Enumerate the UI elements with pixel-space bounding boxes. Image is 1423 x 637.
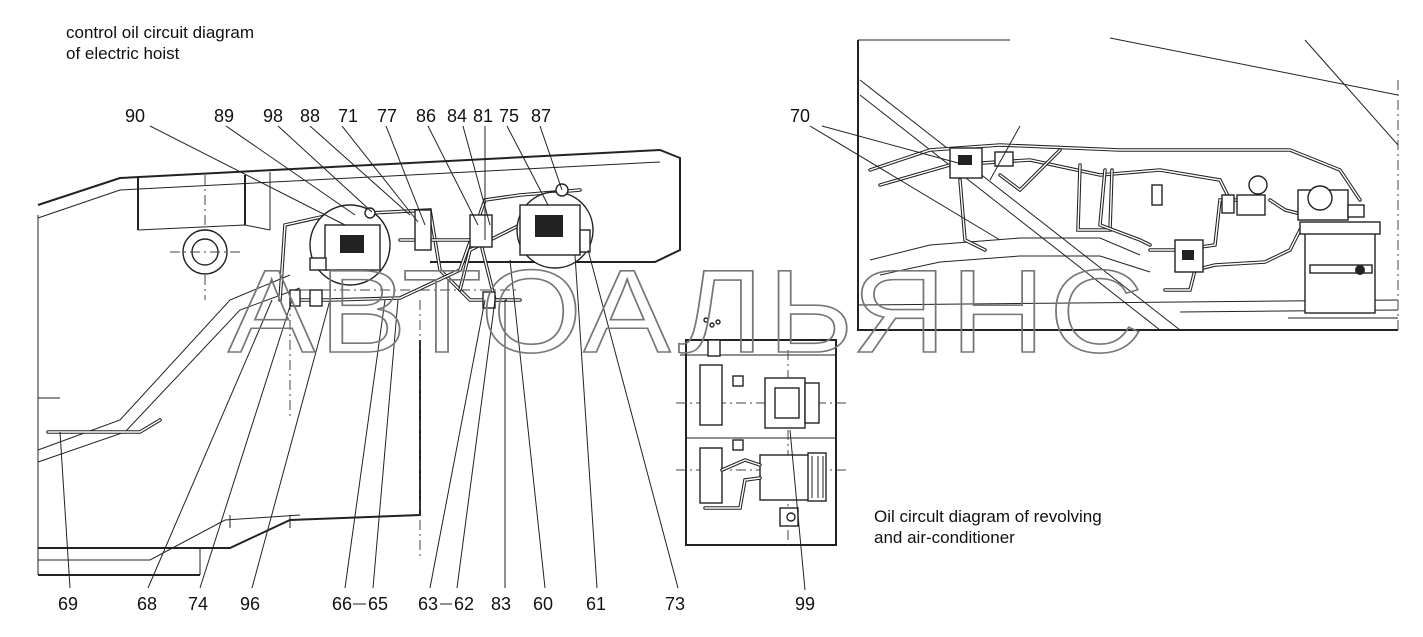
revolving-caption-line-1: Oil circult diagram of revolving xyxy=(874,507,1102,526)
callout-88: 88 xyxy=(300,106,320,126)
callout-96: 96 xyxy=(240,594,260,614)
callout-75: 75 xyxy=(499,106,519,126)
callout-84: 84 xyxy=(447,106,467,126)
callout-90: 90 xyxy=(125,106,145,126)
callout-86: 86 xyxy=(416,106,436,126)
callouts-top: 90 89 98 88 71 77 86 84 81 75 87 70 xyxy=(125,106,810,126)
callout-71: 71 xyxy=(338,106,358,126)
hoist-caption-line-2: of electric hoist xyxy=(66,44,180,63)
revolving-diagram-caption: Oil circult diagram of revolving and air… xyxy=(874,506,1102,548)
callout-74: 74 xyxy=(188,594,208,614)
callout-87: 87 xyxy=(531,106,551,126)
callout-70: 70 xyxy=(790,106,810,126)
callouts-bottom: 69 68 74 96 66 65 63 62 83 60 61 73 99 xyxy=(58,594,815,614)
aircon-box xyxy=(676,317,848,546)
callout-69: 69 xyxy=(58,594,78,614)
callout-60: 60 xyxy=(533,594,553,614)
callout-66: 66 xyxy=(332,594,352,614)
callout-89: 89 xyxy=(214,106,234,126)
revolving-components xyxy=(949,147,1381,314)
revolving-caption-line-2: and air-conditioner xyxy=(874,528,1015,547)
callout-68: 68 xyxy=(137,594,157,614)
hoist-frame xyxy=(37,148,681,576)
callout-73: 73 xyxy=(665,594,685,614)
revolving-frame xyxy=(857,37,1399,331)
leader-lines xyxy=(59,125,1021,591)
hoist-pipes xyxy=(278,188,582,302)
callout-65: 65 xyxy=(368,594,388,614)
watermark-text: АВТОАЛЬЯНС xyxy=(228,246,1148,378)
callout-62: 62 xyxy=(454,594,474,614)
callout-81: 81 xyxy=(473,106,493,126)
callout-77: 77 xyxy=(377,106,397,126)
callout-83: 83 xyxy=(491,594,511,614)
callout-63: 63 xyxy=(418,594,438,614)
callout-99: 99 xyxy=(795,594,815,614)
hoist-caption-line-1: control oil circuit diagram xyxy=(66,23,255,42)
revolving-pipes xyxy=(868,143,1362,292)
callout-61: 61 xyxy=(586,594,606,614)
callout-98: 98 xyxy=(263,106,283,126)
hoist-diagram-caption: control oil circuit diagram of electric … xyxy=(66,22,254,64)
hoist-valves xyxy=(289,183,594,309)
